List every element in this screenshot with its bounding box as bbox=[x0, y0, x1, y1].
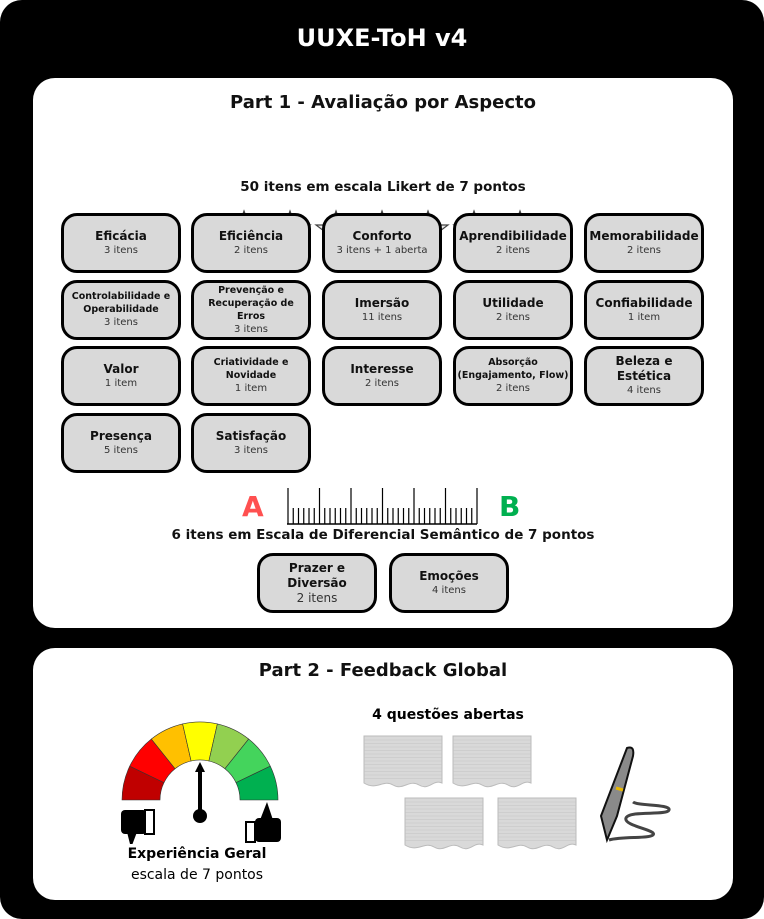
paper-sheet-icon bbox=[404, 797, 484, 850]
likert-caption: 50 itens em escala Likert de 7 pontos bbox=[240, 179, 526, 195]
aspect-name: Valor bbox=[103, 361, 139, 376]
gauge-segment bbox=[235, 765, 279, 801]
aspect-count: 2 itens bbox=[365, 377, 399, 389]
aspect-box-emocoes: Emoções 4 itens bbox=[389, 553, 509, 613]
aspect-name: Utilidade bbox=[482, 295, 544, 310]
aspect-name: Eficiência bbox=[218, 228, 284, 243]
aspect-count: 2 itens bbox=[627, 244, 661, 256]
aspect-count: 4 itens bbox=[627, 385, 661, 396]
aspect-name: Aprendibilidade bbox=[459, 228, 567, 243]
aspect-name: Prazer e Diversão bbox=[287, 561, 347, 590]
part2-heading: Part 2 - Feedback Global bbox=[258, 660, 508, 681]
part2-panel: Part 2 - Feedback Global Experiência Ger… bbox=[33, 648, 733, 900]
aspect-name: Emoções bbox=[419, 568, 479, 583]
gauge-subtitle: escala de 7 pontos bbox=[130, 867, 264, 883]
aspect-count: 3 itens bbox=[104, 244, 138, 256]
aspect-name: Satisfação bbox=[215, 428, 287, 443]
aspect-count: 2 itens bbox=[496, 311, 530, 323]
aspect-name: Presença bbox=[90, 428, 152, 443]
aspect-count: 3 itens bbox=[234, 323, 268, 335]
aspect-box: Controlabilidade e Operabilidade 3 itens bbox=[61, 280, 181, 340]
aspect-count: 3 itens bbox=[104, 317, 138, 328]
aspect-name: Confiabilidade bbox=[595, 295, 693, 310]
aspect-count: 1 item bbox=[627, 311, 661, 323]
thumbs-down-icon bbox=[121, 809, 155, 844]
part1-heading: Part 1 - Avaliação por Aspecto bbox=[229, 92, 536, 113]
paper-sheet-icon bbox=[363, 735, 443, 788]
aspect-name: Beleza e Estética bbox=[615, 354, 673, 383]
aspect-count: 5 itens bbox=[104, 444, 138, 456]
aspect-count: 2 itens bbox=[496, 244, 530, 256]
aspect-count: 2 itens bbox=[234, 244, 268, 256]
gauge-icon bbox=[121, 721, 281, 844]
aspect-name: Criatividade e Novidade bbox=[213, 357, 289, 381]
aspect-box: Criatividade e Novidade 1 item bbox=[191, 346, 311, 406]
diagram-title: UUXE-ToH v4 bbox=[296, 24, 468, 52]
aspect-name: Absorção (Engajamento, Flow) bbox=[457, 357, 569, 381]
aspect-count: 3 itens bbox=[234, 444, 268, 456]
thumbs-up-icon bbox=[245, 802, 281, 843]
aspect-box-prazer: Prazer e Diversão 2 itens bbox=[257, 553, 377, 613]
aspect-name: Eficácia bbox=[95, 228, 147, 243]
paper-sheet-icon bbox=[497, 797, 577, 850]
aspect-count: 4 itens bbox=[432, 584, 466, 596]
aspect-box: Beleza e Estética 4 itens bbox=[584, 346, 704, 406]
aspect-box: Absorção (Engajamento, Flow) 2 itens bbox=[453, 346, 573, 406]
paper-sheet-icon bbox=[452, 735, 532, 788]
semantic-right-label: B bbox=[499, 490, 521, 523]
aspect-count: 1 item bbox=[104, 377, 138, 389]
aspect-name: Interesse bbox=[350, 361, 414, 376]
pen-icon bbox=[599, 746, 671, 844]
aspect-count: 11 itens bbox=[361, 311, 403, 323]
semantic-caption: 6 itens em Escala de Diferencial Semânti… bbox=[171, 527, 595, 543]
part1-panel: Part 1 - Avaliação por Aspecto 50 itens … bbox=[33, 78, 733, 628]
aspect-count: 3 itens + 1 aberta bbox=[336, 244, 428, 256]
aspect-count: 2 itens bbox=[296, 591, 338, 605]
aspect-count: 2 itens bbox=[496, 383, 530, 394]
semantic-left-label: A bbox=[242, 490, 264, 523]
aspect-name: Memorabilidade bbox=[589, 228, 699, 243]
aspect-name: Controlabilidade e Operabilidade bbox=[71, 291, 171, 315]
aspect-name: Prevenção e Recuperação de Erros bbox=[208, 284, 294, 322]
aspect-name: Conforto bbox=[352, 228, 412, 243]
gauge-title: Experiência Geral bbox=[127, 846, 267, 862]
aspect-name: Imersão bbox=[354, 295, 410, 310]
ruler-icon bbox=[287, 488, 478, 525]
aspect-count: 1 item bbox=[234, 383, 268, 394]
open-questions-caption: 4 questões abertas bbox=[372, 707, 524, 723]
